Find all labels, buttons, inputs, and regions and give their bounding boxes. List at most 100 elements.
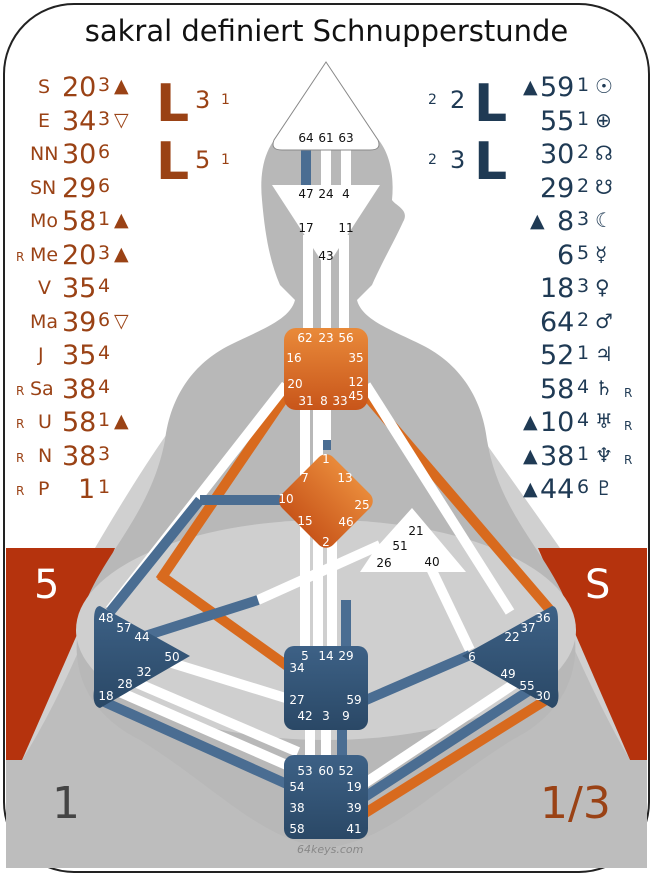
design-planet-label: P xyxy=(38,478,50,500)
design-line: 6 xyxy=(98,308,111,331)
gate-label-solar: 6 xyxy=(468,650,476,664)
gate-label-root: 60 xyxy=(318,764,333,778)
spleen-center xyxy=(93,606,190,708)
personality-planet-icon: ☾ xyxy=(595,208,613,232)
personality-arrow: ▲ xyxy=(523,478,538,500)
design-line: 6 xyxy=(98,174,111,197)
design-planet-label: S xyxy=(38,76,51,98)
design-gate: 35 xyxy=(62,340,97,371)
personality-line: 4 xyxy=(577,409,590,431)
root-center xyxy=(284,755,368,839)
gate-label-spleen: 50 xyxy=(164,650,179,664)
personality-line: 2 xyxy=(577,141,590,163)
personality-line: 2 xyxy=(577,308,590,331)
gate-label-ajna: 24 xyxy=(318,187,333,201)
personality-arrow: ▲ xyxy=(530,210,545,232)
personality-gate: 55 xyxy=(540,105,575,137)
variable-right-2-b: 3 xyxy=(450,146,466,174)
gate-label-throat: 31 xyxy=(298,394,313,408)
design-planet-label: V xyxy=(38,277,51,299)
personality-line: 1 xyxy=(577,442,590,465)
design-planet-label: Me xyxy=(30,243,59,266)
design-planet-label: Ma xyxy=(30,310,59,333)
personality-arrow: ▲ xyxy=(523,411,538,433)
gate-label-sacral: 34 xyxy=(289,661,304,675)
gate-label-ajna: 47 xyxy=(298,187,313,201)
design-planet-label: SN xyxy=(30,176,57,199)
sacral-center xyxy=(284,646,368,730)
gate-label-ego: 26 xyxy=(376,556,391,570)
variable-right-1-letter: L xyxy=(474,74,508,134)
throat-center xyxy=(284,328,368,410)
gate-label-head: 64 xyxy=(298,131,313,145)
design-planet-label: Mo xyxy=(30,210,59,232)
personality-planet-icon: ♄ xyxy=(595,375,613,400)
gate-label-root: 19 xyxy=(346,780,361,794)
corner-left-mid: 5 xyxy=(34,562,60,608)
design-gate: 58 xyxy=(62,206,97,237)
design-gate: 35 xyxy=(62,273,97,304)
design-planet-label: Sa xyxy=(30,377,54,400)
solar-center xyxy=(462,606,559,708)
channel-49-19 xyxy=(359,675,523,790)
design-line: 3 xyxy=(98,442,111,465)
design-planet-label: N xyxy=(38,444,53,467)
design-line: 1 xyxy=(98,409,111,431)
design-line: 3 xyxy=(98,241,111,264)
gate-label-sacral: 9 xyxy=(342,709,350,723)
head-center xyxy=(272,61,380,151)
channel-32-54 xyxy=(128,675,300,757)
variable-left-1-b: 1 xyxy=(221,92,230,108)
gate-label-spleen: 28 xyxy=(117,677,132,691)
gate-label-throat: 23 xyxy=(318,331,333,345)
gate-label-throat: 16 xyxy=(286,351,301,365)
personality-gate: 59 xyxy=(540,72,575,103)
design-line: 1 xyxy=(98,476,111,498)
personality-gate: 52 xyxy=(540,340,575,371)
gate-label-sacral: 5 xyxy=(301,649,309,663)
personality-gate: 44 xyxy=(540,474,575,505)
design-line: 6 xyxy=(98,141,111,163)
design-line: 3 xyxy=(98,107,111,130)
design-retro-mark: R xyxy=(16,484,25,498)
variable-right-1-a: 2 xyxy=(428,92,437,108)
gate-label-ajna: 17 xyxy=(298,221,313,235)
personality-retro-mark: R xyxy=(624,385,633,400)
design-line: 4 xyxy=(98,275,111,297)
design-gate: 34 xyxy=(62,105,97,137)
gate-label-sacral: 14 xyxy=(318,649,333,663)
personality-line: 6 xyxy=(577,476,590,498)
corner-right-mid: S xyxy=(585,562,611,608)
personality-gate: 8 xyxy=(557,206,575,237)
gate-label-root: 38 xyxy=(289,801,304,815)
personality-gate: 18 xyxy=(540,273,575,304)
gate-label-throat: 33 xyxy=(332,394,347,408)
channel-57-34 xyxy=(157,570,293,673)
gate-label-ego: 51 xyxy=(392,539,407,553)
design-line: 1 xyxy=(98,208,111,230)
channel-10-57-b xyxy=(106,496,204,616)
gate-label-root: 58 xyxy=(289,822,304,836)
channel-30-41 xyxy=(359,695,549,820)
watermark: 64keys.com xyxy=(297,843,364,856)
design-planet-label: U xyxy=(38,411,52,433)
gate-label-g: 13 xyxy=(337,471,352,485)
channel-55-39 xyxy=(357,685,533,805)
variable-left-2-letter: L xyxy=(156,132,190,192)
gate-label-spleen: 18 xyxy=(98,689,113,703)
gate-label-g: 1 xyxy=(322,452,330,466)
personality-planet-icon: ♃ xyxy=(595,342,613,366)
channels-layer xyxy=(97,150,554,820)
gate-label-spleen: 48 xyxy=(98,611,113,625)
personality-arrow: ▲ xyxy=(523,444,538,467)
channel-20-57-o xyxy=(155,392,291,583)
personality-line: 4 xyxy=(577,375,590,398)
gate-label-root: 53 xyxy=(297,764,312,778)
gate-label-throat: 62 xyxy=(297,331,312,345)
design-gate: 38 xyxy=(62,373,97,405)
design-retro-mark: R xyxy=(16,450,25,465)
gate-label-throat: 12 xyxy=(348,375,363,389)
gate-label-spleen: 32 xyxy=(136,665,151,679)
gate-label-head: 63 xyxy=(338,131,353,145)
